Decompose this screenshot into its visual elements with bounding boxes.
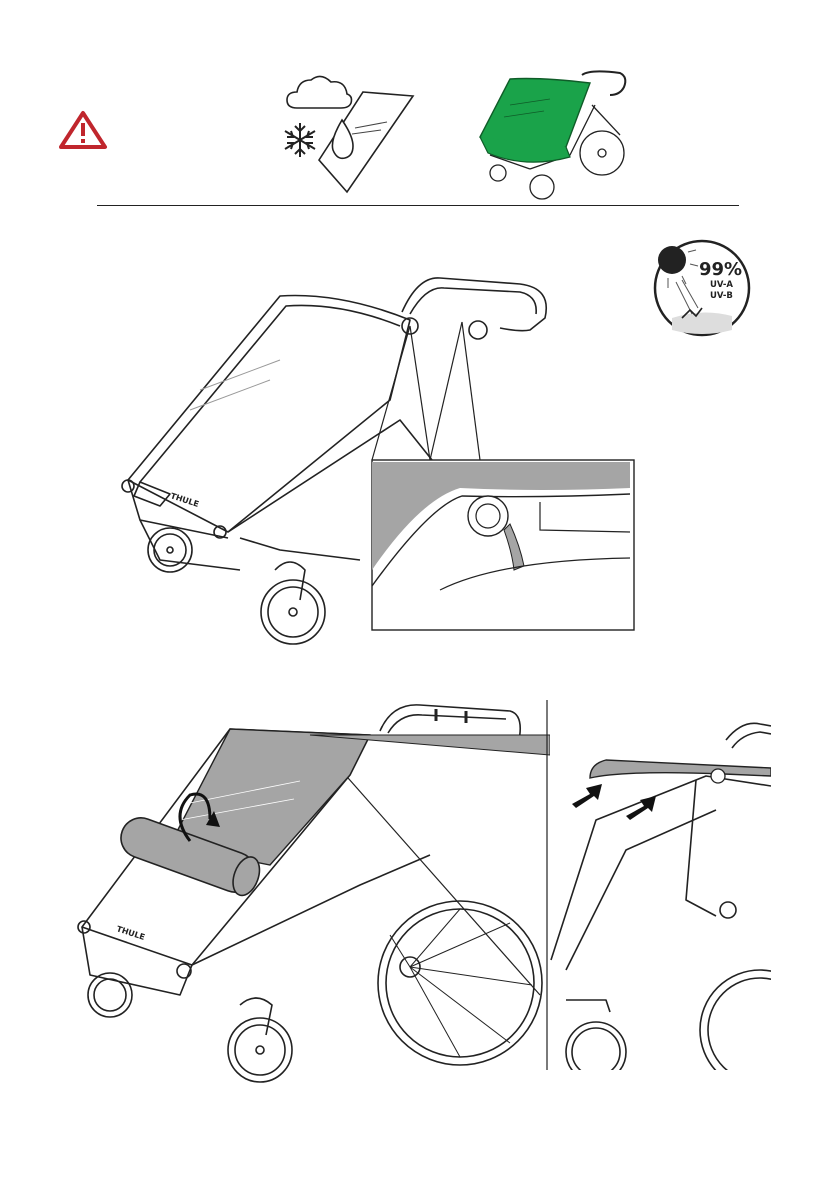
snow-rain-cloud-icon xyxy=(275,70,420,195)
uv-a-label: UV-A xyxy=(710,280,733,290)
warning-icon xyxy=(58,110,108,150)
uv-protection-badge: 99% UV-A UV-B xyxy=(652,238,752,338)
brand-logo: THULE xyxy=(169,491,200,509)
uv-percent: 99% xyxy=(699,259,742,280)
roll-up-cover-illustration: THULE xyxy=(70,695,550,1095)
section-divider xyxy=(97,205,739,206)
green-cover-stroller-illustration xyxy=(470,65,635,205)
push-cover-back-illustration xyxy=(546,700,771,1070)
uv-b-label: UV-B xyxy=(710,291,733,301)
stroller-cover-attach-illustration: THULE xyxy=(100,270,660,650)
